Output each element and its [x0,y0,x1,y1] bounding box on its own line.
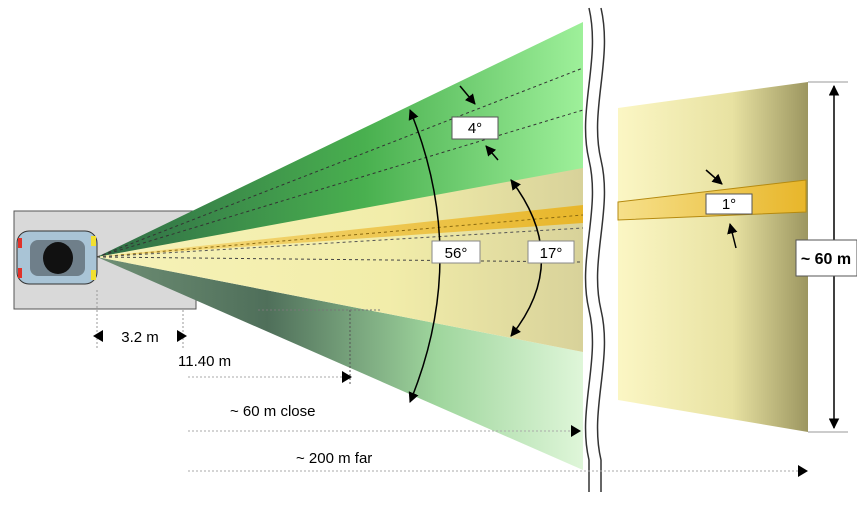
narrow-edge-bottom [96,109,584,258]
narrow-edge-top [96,67,584,258]
angle-label-17: 17° [540,245,563,262]
angle-label-4: 4° [468,120,482,137]
angle-label-56: 56° [445,245,468,262]
medium-zone [97,168,583,352]
distance-label-11-40m: 11.40 m [178,353,231,370]
dim-arrow-200m [798,465,808,477]
dim-arrow-11-40 [342,371,352,383]
narrow-arrow-bottom [485,145,499,161]
narrow-arrow-top [459,85,476,105]
distance-label-3-2m: 3.2 m [121,329,159,346]
beam-arrow-top [705,169,723,185]
beam-arrow-bottom [727,222,738,249]
break-line-right [596,7,606,492]
wide-zone-upper [97,22,583,257]
narrow-beam [97,205,583,257]
break-line-left [584,7,594,492]
distance-label-200m-far: ~ 200 m far [296,450,372,467]
dim-arrow-60m [571,425,581,437]
dim-arrow-right [177,330,187,342]
width-label: ~ 60 m [801,251,851,268]
car [16,230,98,285]
far-coverage-zone [618,82,808,432]
dim-arrow-left [93,330,103,342]
angle-label-1: 1° [722,196,736,213]
wide-zone-lower [97,257,583,470]
distance-label-60m-close: ~ 60 m close [230,403,315,420]
